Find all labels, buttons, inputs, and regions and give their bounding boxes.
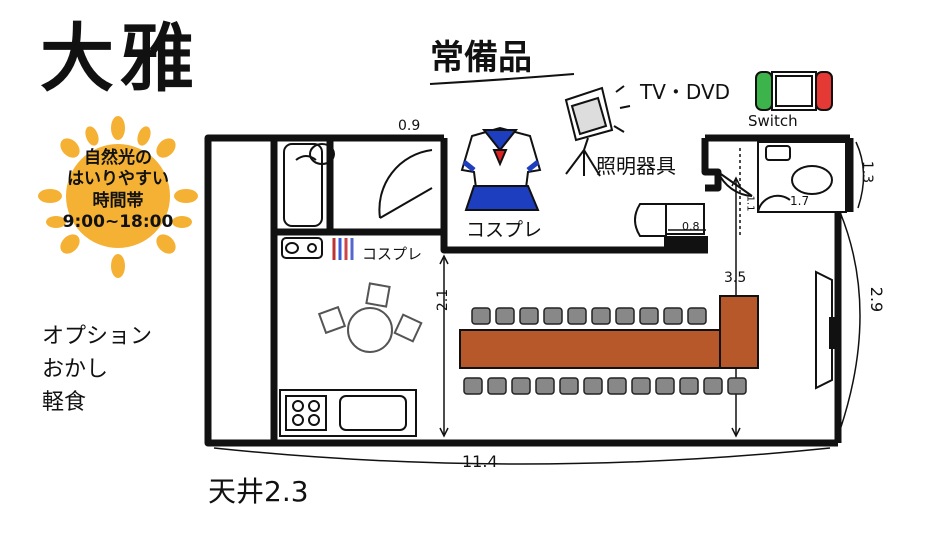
long-table [459,295,759,369]
ceiling-height-label: 天井2.3 [208,475,309,508]
sailor-uniform-icon [460,126,542,211]
option-item: オプション [42,324,153,349]
dimension-label: 1.1 [744,195,756,212]
cosplay-uniform-label: コスプレ [466,219,543,241]
page-title: 大雅 [40,16,200,102]
lighting-label: 照明器具 [596,154,676,178]
dimension-label: 1.7 [790,194,810,208]
dimension-label: 0.8 [682,220,700,233]
amenities-heading: 常備品 [430,38,532,78]
chairs-top-row [471,307,707,325]
sink-small [281,237,323,259]
dimension-label: 2.9 [867,286,887,313]
option-item: 軽食 [42,390,87,415]
round-table [317,282,423,353]
toilet-left [309,143,335,165]
washbasin-right [634,203,705,237]
option-list: オプション おかし 軽食 [42,320,152,419]
chairs-bottom-row [463,377,747,395]
sunlight-line: はいりやすい [67,169,169,190]
walls [204,134,854,447]
sunlight-line: 9:00~18:00 [62,211,174,232]
tv-dvd-label: TV・DVD [640,80,731,104]
shoe-rack [664,236,708,250]
option-item: おかし [42,357,109,382]
cosplay-rack [332,238,354,260]
heading-underline [429,73,575,85]
dimension-lines [213,135,865,465]
sun-icon [38,116,198,278]
lighting-icon [564,85,631,177]
dimension-label: 2.1 [435,288,452,312]
switch-label: Switch [748,112,798,130]
sunlight-line: 時間帯 [92,190,144,211]
switch-console-icon [755,71,833,111]
cosplay-rack-label: コスプレ [362,245,423,263]
tv-icon-wall [815,270,837,390]
door-swing-right [717,171,753,197]
bathtub [283,143,323,227]
sunlight-time-note: 自然光の はいりやすい 時間帯 9:00~18:00 [50,148,186,233]
dimension-label: 0.9 [398,118,421,134]
dimension-label: 1.3 [859,160,876,184]
dimension-label: 11.4 [462,452,498,471]
door-swing-left [378,149,433,219]
kitchen-counter [279,389,417,437]
dimension-label: 3.5 [724,270,747,286]
sunlight-line: 自然光の [84,148,152,168]
